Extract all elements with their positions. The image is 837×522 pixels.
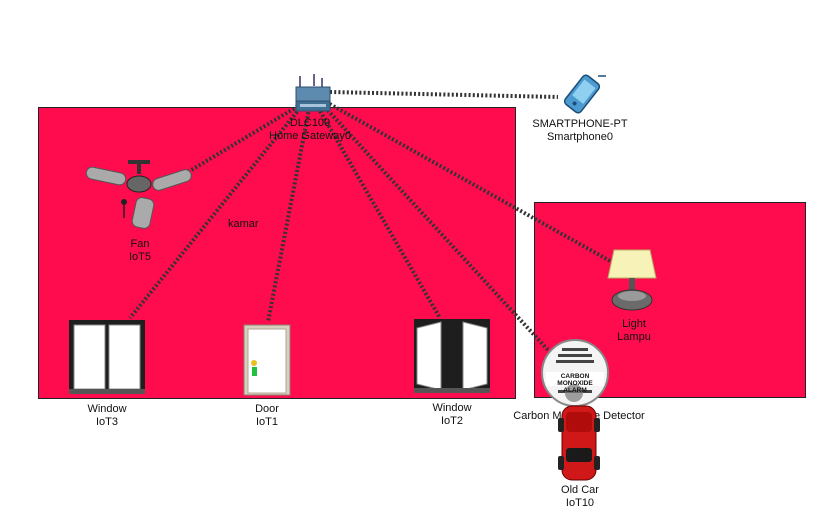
fan-device[interactable] — [84, 158, 196, 236]
co-detector-icon — [541, 339, 609, 407]
gateway-name: Home Gateway0 — [269, 130, 351, 142]
link-gateway-window2 — [314, 102, 442, 320]
fan-name: IoT5 — [128, 251, 151, 263]
smartphone-name: Smartphone0 — [546, 131, 614, 143]
window3-label: Window IoT3 — [77, 403, 137, 429]
window-open-icon — [414, 319, 490, 393]
light-label: Light Lampu — [604, 318, 664, 344]
home-gateway-icon — [295, 74, 331, 112]
door-device[interactable] — [243, 324, 291, 396]
link-gateway-smartphone — [329, 90, 559, 99]
smartphone-label: SMARTPHONE-PT Smartphone0 — [530, 118, 630, 144]
window-iot2-device[interactable] — [413, 318, 491, 394]
window3-type: Window — [87, 403, 127, 415]
window2-type: Window — [432, 402, 472, 414]
link-gateway-codetector — [320, 102, 550, 352]
door-name: IoT1 — [255, 416, 278, 428]
fan-label: Fan IoT5 — [110, 238, 170, 264]
smartphone-device[interactable] — [554, 72, 610, 116]
gateway-label: DLC100 Home Gateway0 — [260, 117, 360, 143]
link-gateway-light — [325, 100, 613, 264]
car-label: Old Car IoT10 — [550, 484, 610, 510]
smartphone-icon — [563, 74, 606, 114]
window2-label: Window IoT2 — [422, 402, 482, 428]
window-closed-icon — [69, 320, 145, 394]
door-icon — [243, 324, 291, 396]
ceiling-fan-icon — [85, 160, 192, 229]
link-gateway-fan — [156, 100, 307, 192]
link-gateway-window3 — [128, 100, 307, 320]
light-device[interactable] — [604, 244, 660, 314]
area-label: kamar — [228, 218, 259, 230]
window2-name: IoT2 — [440, 415, 463, 427]
car-device[interactable] — [556, 404, 602, 482]
light-name: Lampu — [617, 331, 651, 343]
door-type: Door — [255, 403, 279, 415]
window-iot3-device[interactable] — [68, 319, 146, 395]
co-detector-device[interactable]: CARBON MONOXIDE ALARM — [540, 338, 610, 408]
car-icon — [558, 405, 600, 481]
home-gateway-device[interactable] — [292, 74, 334, 114]
smartphone-type: SMARTPHONE-PT — [532, 118, 628, 130]
car-name: IoT10 — [565, 497, 595, 509]
fan-type: Fan — [130, 238, 150, 250]
door-label: Door IoT1 — [237, 403, 297, 429]
car-type: Old Car — [561, 484, 599, 496]
link-gateway-door — [266, 103, 312, 323]
lamp-icon — [607, 249, 657, 311]
window3-name: IoT3 — [95, 416, 118, 428]
co-detector-badge: CARBON MONOXIDE ALARM — [557, 373, 593, 394]
light-type: Light — [622, 318, 646, 330]
gateway-type: DLC100 — [289, 117, 331, 129]
